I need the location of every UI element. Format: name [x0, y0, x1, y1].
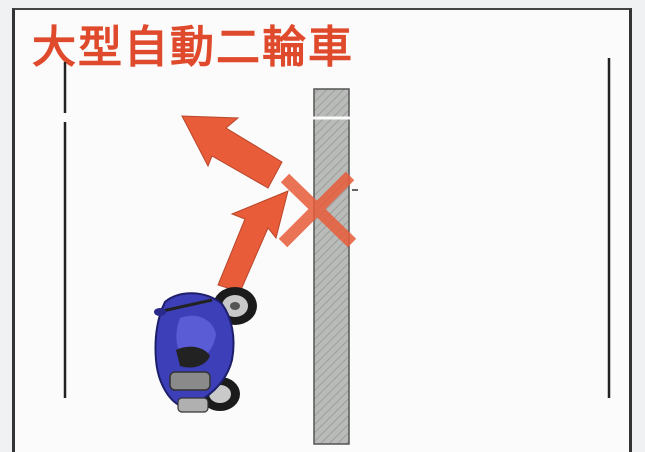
- cross-mark-icon: [278, 171, 357, 248]
- arrow-icon: [217, 190, 289, 293]
- arrow-icon: [181, 115, 283, 189]
- pole-obstacle: [312, 88, 358, 445]
- diagram-title: 大型自動二輪車: [32, 22, 354, 73]
- motorcycle-icon: [154, 287, 257, 413]
